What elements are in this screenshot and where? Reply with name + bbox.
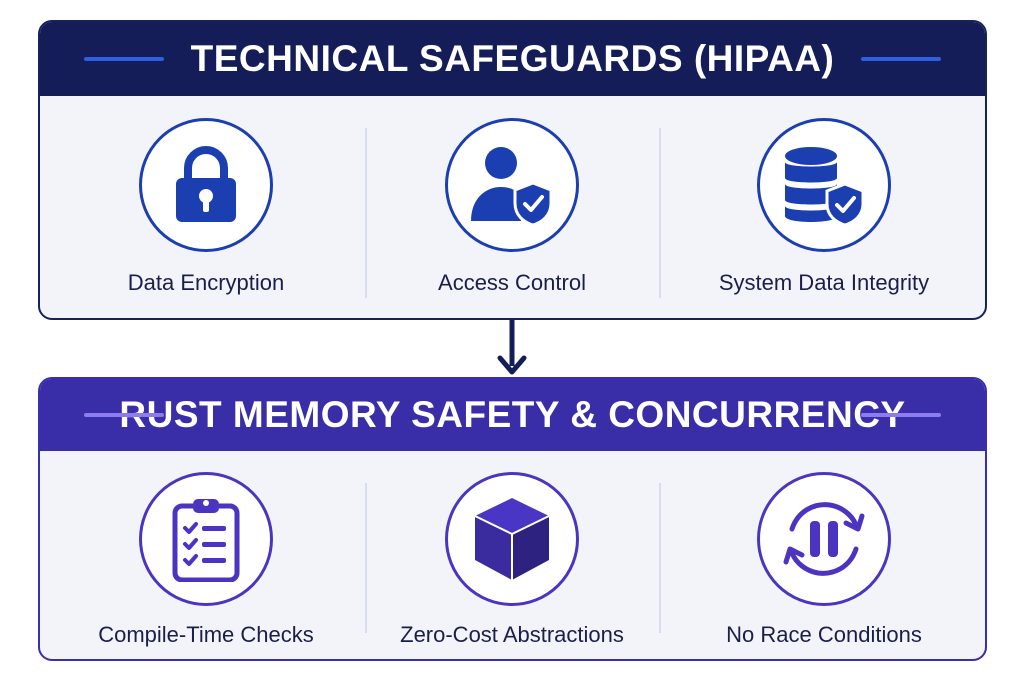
icon-circle <box>139 118 273 252</box>
rust-items: Compile-Time Checks Zero-Cost Abstractio… <box>40 451 985 659</box>
item-label: No Race Conditions <box>726 622 922 647</box>
divider <box>365 483 367 633</box>
user-shield-icon <box>471 147 553 225</box>
header-decor-line-left <box>84 413 164 417</box>
item-no-race-conditions: No Race Conditions <box>666 451 982 659</box>
divider <box>659 483 661 633</box>
item-zero-cost-abstractions: Zero-Cost Abstractions <box>354 451 670 659</box>
item-access-control: Access Control <box>354 96 670 318</box>
item-label: Compile-Time Checks <box>98 622 314 647</box>
cube-icon <box>474 498 550 580</box>
icon-circle <box>445 472 579 606</box>
hipaa-title: TECHNICAL SAFEGUARDS (HIPAA) <box>190 38 835 79</box>
divider <box>659 128 661 298</box>
item-label: Data Encryption <box>127 270 285 295</box>
rust-title: RUST MEMORY SAFETY & CONCURRENCY <box>119 394 906 435</box>
lock-icon <box>176 146 236 222</box>
hipaa-items: Data Encryption Access Control <box>40 96 985 318</box>
rust-safety-panel: RUST MEMORY SAFETY & CONCURRENCY Compile… <box>38 377 987 661</box>
rust-header: RUST MEMORY SAFETY & CONCURRENCY <box>40 379 985 451</box>
hipaa-safeguards-panel: TECHNICAL SAFEGUARDS (HIPAA) Data Encryp… <box>38 20 987 320</box>
sync-pause-icon <box>783 502 865 576</box>
item-label: Zero-Cost Abstractions <box>400 622 624 647</box>
icon-circle <box>445 118 579 252</box>
hipaa-header: TECHNICAL SAFEGUARDS (HIPAA) <box>40 22 985 96</box>
icon-circle <box>139 472 273 606</box>
clipboard-checklist-icon <box>172 499 240 582</box>
down-arrow-icon <box>497 320 527 375</box>
item-label: System Data Integrity <box>718 270 930 295</box>
icon-circle <box>757 472 891 606</box>
icon-circle <box>757 118 891 252</box>
item-system-data-integrity: System Data Integrity <box>666 96 982 318</box>
item-compile-time-checks: Compile-Time Checks <box>48 451 364 659</box>
header-decor-line-left <box>84 57 164 61</box>
header-decor-line-right <box>861 413 941 417</box>
item-data-encryption: Data Encryption <box>48 96 364 318</box>
divider <box>365 128 367 298</box>
item-label: Access Control <box>438 270 586 295</box>
database-shield-icon <box>785 147 865 226</box>
header-decor-line-right <box>861 57 941 61</box>
